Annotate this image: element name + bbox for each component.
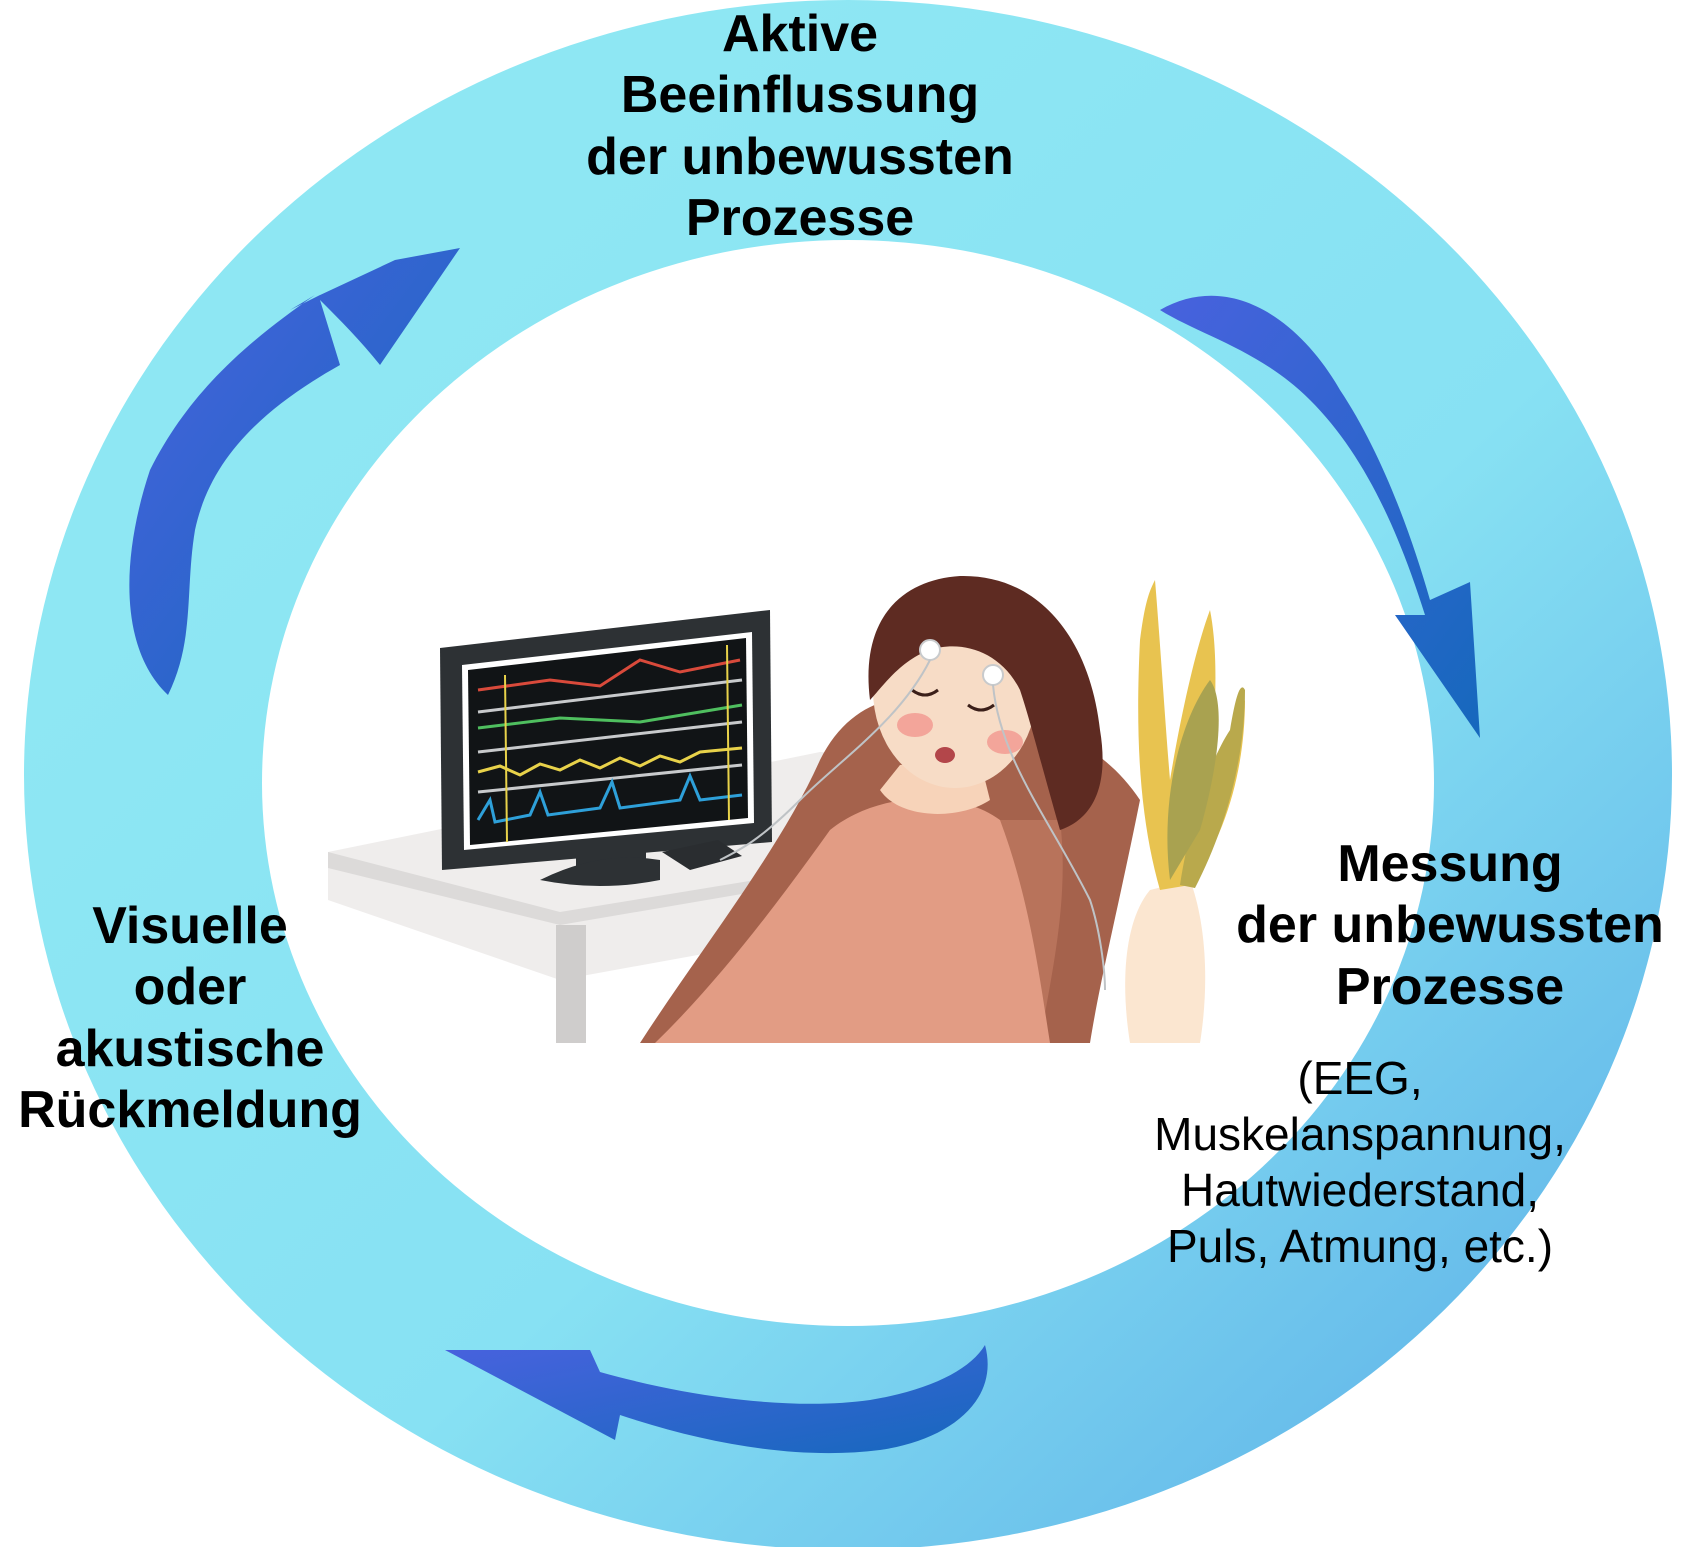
top-label-line-2: Beeinflussung: [620, 66, 980, 125]
left-label-line-4: Rückmeldung: [18, 1081, 362, 1140]
left-label-line-2: oder: [133, 958, 247, 1017]
top-label-line-4: Prozesse: [685, 189, 915, 248]
right-sublabel-line-1: (EEG,: [1297, 1052, 1423, 1104]
plant-illustration: [1125, 580, 1245, 1043]
monitor-illustration: [440, 610, 772, 886]
right-label: Messung der unbewussten Prozesse: [1210, 834, 1690, 1018]
right-sublabel-line-4: Puls, Atmung, etc.): [1166, 1220, 1554, 1273]
arrow-right-to-left: [445, 1345, 988, 1454]
left-label-line-3: akustische: [55, 1019, 325, 1078]
left-label-line-1: Visuelle: [92, 897, 288, 955]
top-label: Aktive Beeinflussung der unbewussten Pro…: [520, 4, 1080, 249]
person-illustration: [655, 575, 1106, 1043]
left-label: Visuelle oder akustische Rückmeldung: [0, 896, 380, 1141]
arrow-left-to-top: [129, 248, 460, 695]
top-label-line-3: der unbewussten: [586, 127, 1014, 186]
cycle-ring: [24, 0, 1672, 1550]
right-label-line-3: Prozesse: [1335, 957, 1565, 1016]
arrow-top-to-right: [1160, 295, 1480, 738]
right-sublabel-line-3: Hautwiederstand,: [1181, 1164, 1539, 1217]
top-label-line-1: Aktive: [721, 5, 879, 63]
right-sublabel-line-2: Muskelanspannung,: [1154, 1108, 1566, 1161]
right-label-line-2: der unbewussten: [1236, 896, 1664, 955]
right-label-line-1: Messung: [1337, 835, 1563, 893]
right-sublabel: (EEG, Muskelanspannung, Hautwiederstand,…: [1120, 1050, 1600, 1274]
